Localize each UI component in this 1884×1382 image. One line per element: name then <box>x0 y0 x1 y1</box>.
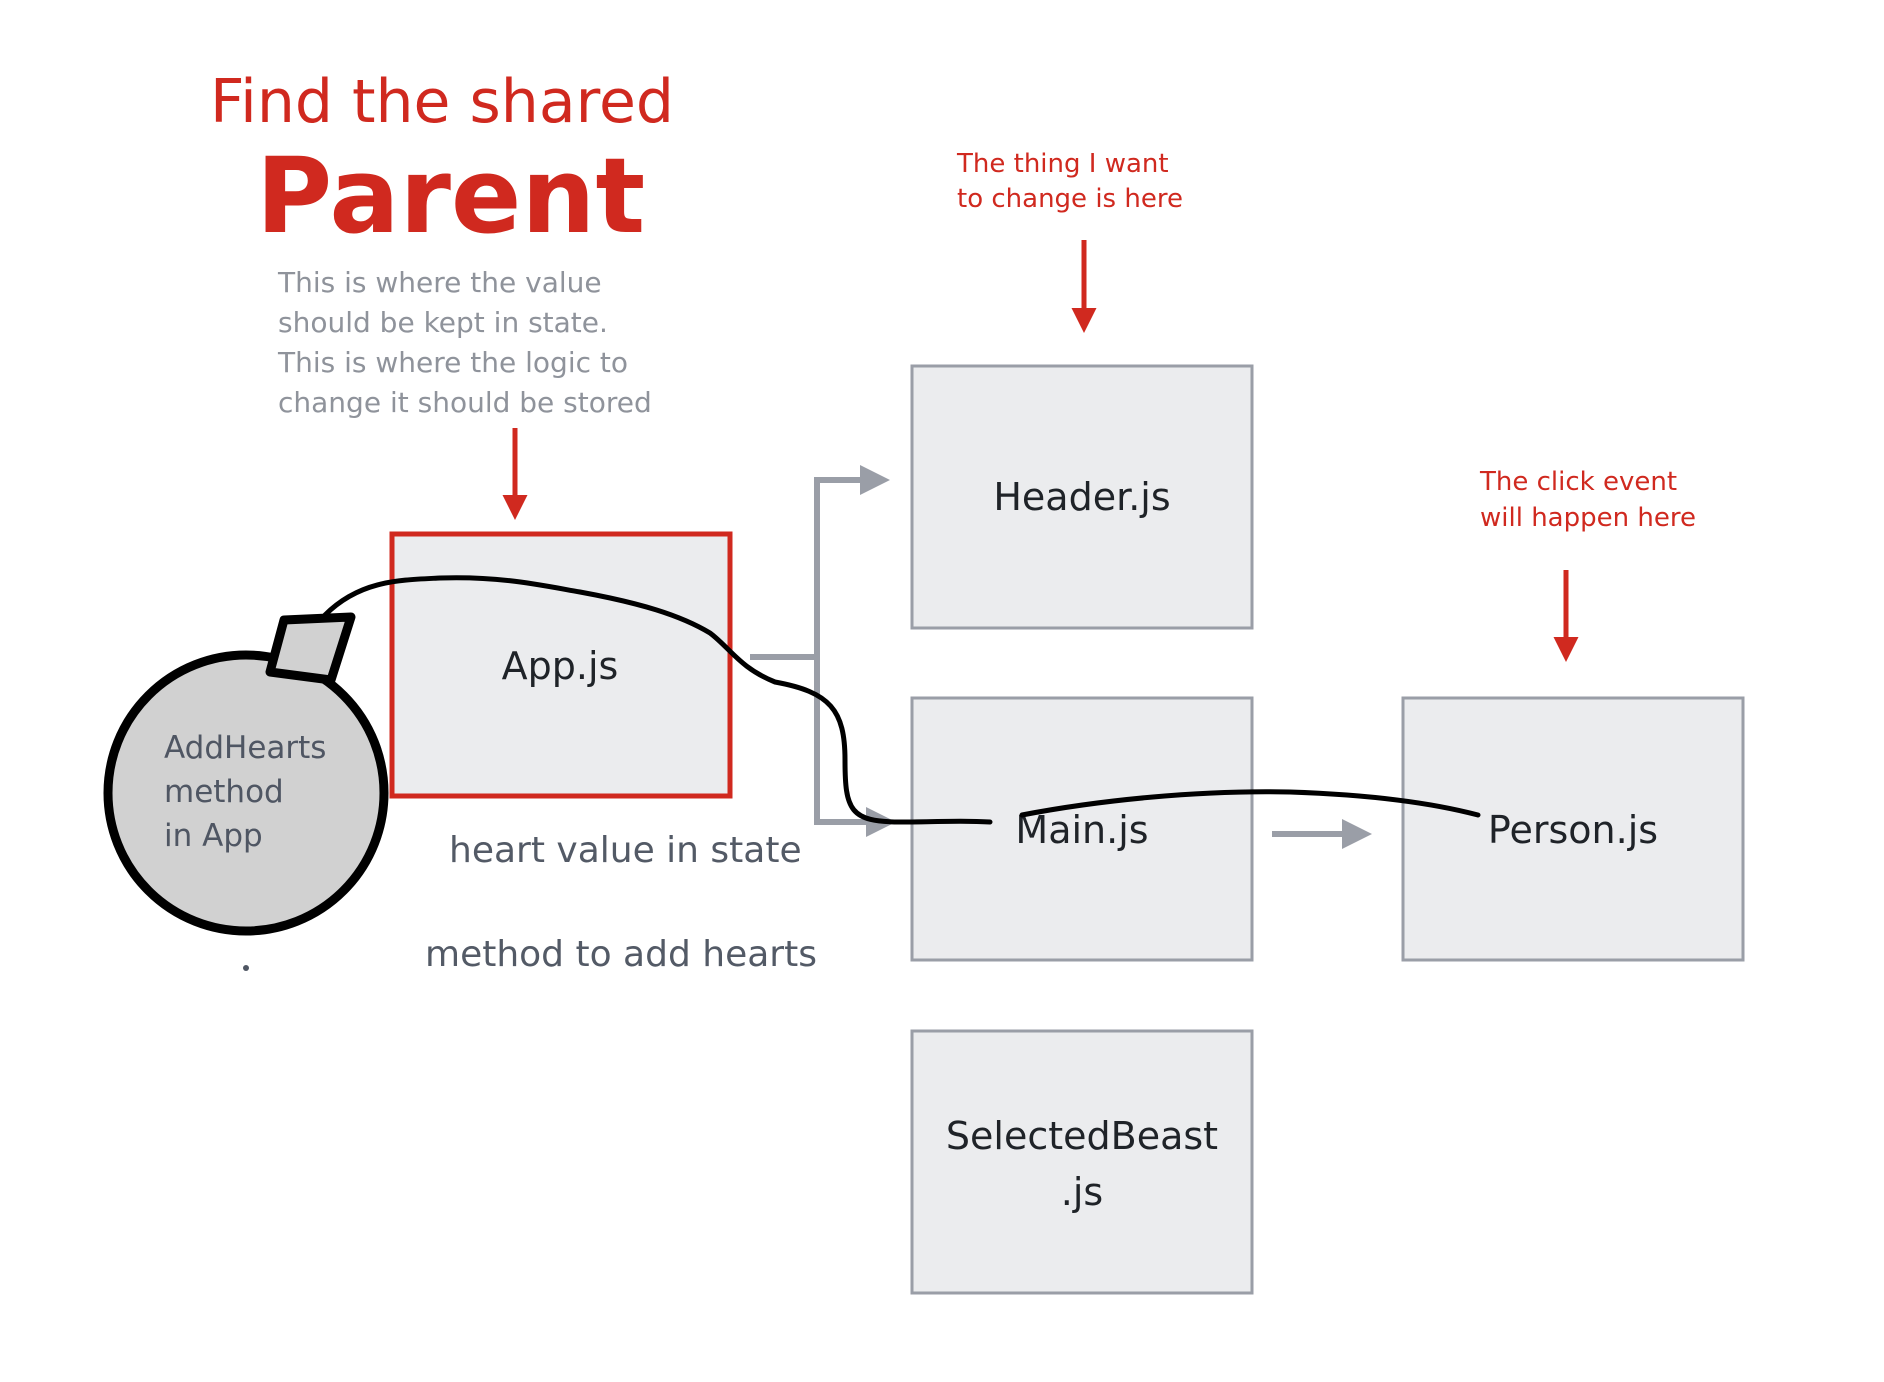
parent-note: This is where the value should be kept i… <box>277 266 652 419</box>
bomb-cap <box>265 612 356 685</box>
header-note: The thing I want to change is here <box>956 149 1183 214</box>
header-note-line-1: The thing I want <box>956 149 1169 179</box>
parent-note-line-4: change it should be stored <box>278 386 652 419</box>
main-component: Main.js <box>910 696 1254 962</box>
app-caption-state: heart value in state <box>449 830 802 871</box>
bomb-label-line-1: AddHearts <box>164 730 326 766</box>
app-label: App.js <box>502 644 619 688</box>
selected-beast-label-line-1: SelectedBeast <box>946 1114 1218 1158</box>
person-box <box>1401 696 1745 962</box>
app-component: App.js <box>389 531 733 799</box>
main-box <box>910 696 1254 962</box>
main-label: Main.js <box>1015 808 1148 852</box>
parent-note-line-1: This is where the value <box>277 266 602 299</box>
person-note-line-1: The click event <box>1479 467 1677 497</box>
selected-beast-component: SelectedBeast .js <box>910 1029 1254 1295</box>
bomb-label-line-3: in App <box>164 818 263 854</box>
stray-dot <box>243 965 249 971</box>
selected-beast-label-line-2: .js <box>1061 1170 1103 1214</box>
fuse-line-main-to-person <box>1019 789 1481 818</box>
title-line-1: Find the shared <box>210 67 674 137</box>
header-label: Header.js <box>993 475 1170 519</box>
fuse-line-app-to-main <box>322 575 993 825</box>
app-caption-method: method to add hearts <box>425 934 817 975</box>
parent-note-line-2: should be kept in state. <box>278 306 608 339</box>
app-connectors <box>750 465 896 837</box>
person-component: Person.js <box>1401 696 1745 962</box>
person-label: Person.js <box>1488 808 1658 852</box>
header-component: Header.js <box>910 364 1254 630</box>
person-note-line-2: will happen here <box>1480 503 1696 533</box>
person-note: The click event will happen here <box>1479 467 1696 533</box>
title-line-2: Parent <box>256 135 645 257</box>
bomb-label-line-2: method <box>164 774 284 810</box>
bomb: AddHearts method in App <box>103 612 389 936</box>
header-note-line-2: to change is here <box>957 184 1183 214</box>
parent-note-line-3: This is where the logic to <box>277 346 628 379</box>
header-box <box>910 364 1254 630</box>
bomb-body <box>103 650 389 936</box>
selected-beast-box <box>910 1029 1254 1295</box>
